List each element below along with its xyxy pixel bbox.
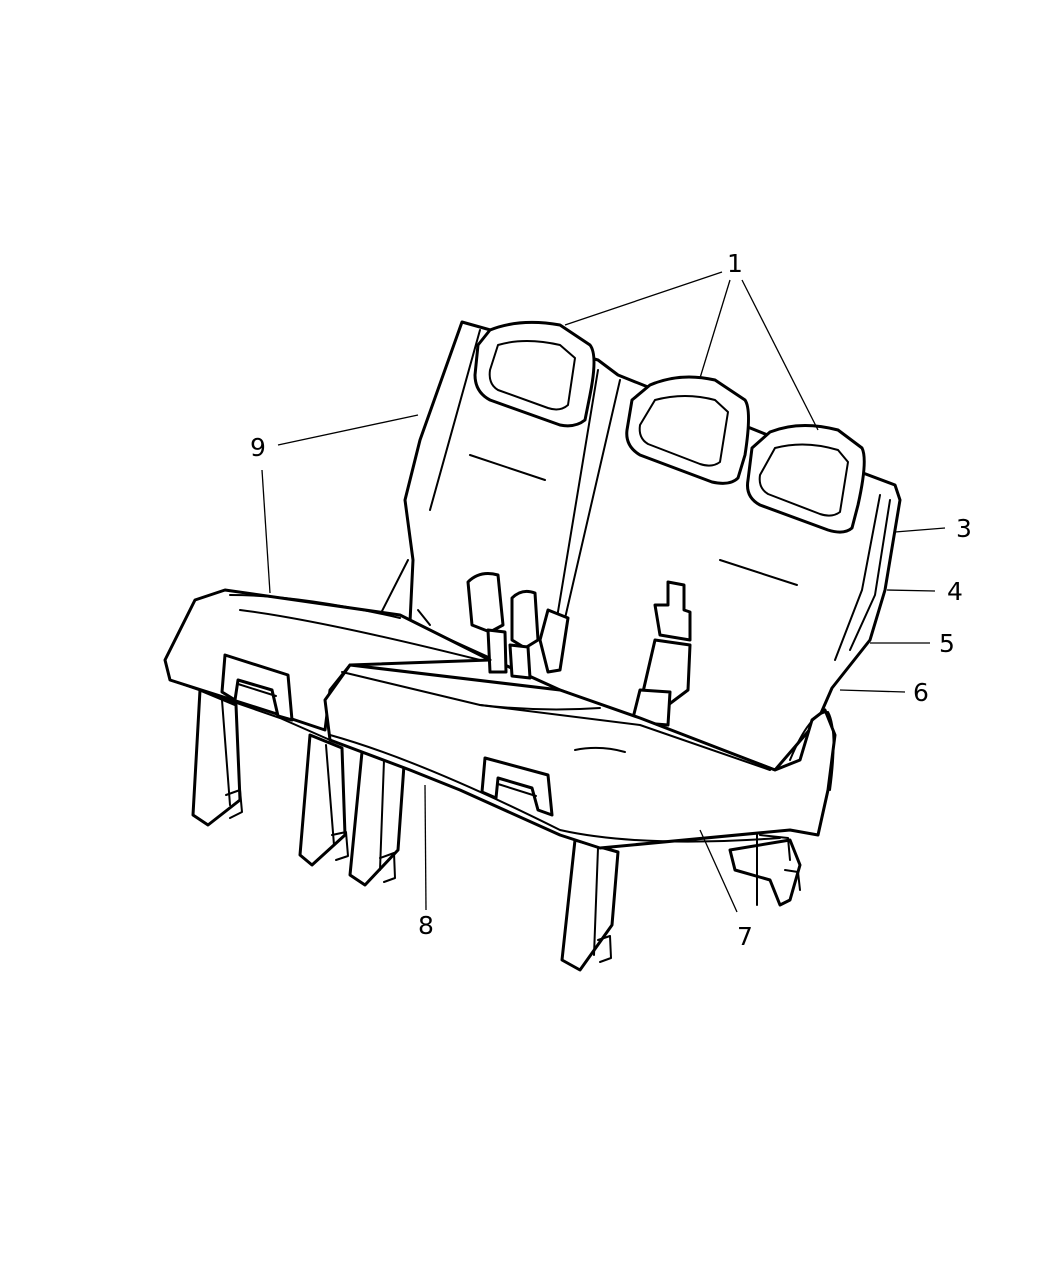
callout-9: 9 bbox=[250, 433, 266, 462]
callout-6: 6 bbox=[913, 678, 929, 707]
belt-anchor-plate bbox=[630, 688, 672, 727]
headrest-right bbox=[746, 423, 866, 534]
seat-leg-mid-left bbox=[298, 733, 347, 867]
seat-leg-front-left bbox=[191, 688, 242, 827]
headrest-center bbox=[625, 375, 750, 485]
headrest-left bbox=[473, 320, 596, 428]
seat-belts bbox=[466, 572, 692, 727]
seat-legs bbox=[191, 688, 620, 972]
callout-3: 3 bbox=[956, 514, 972, 543]
headrests bbox=[473, 320, 866, 534]
floor-anchor-latch bbox=[728, 832, 802, 907]
buckle-left bbox=[466, 572, 505, 634]
seat-handle-left bbox=[220, 653, 294, 722]
callout-labels: 1 3 4 5 6 7 8 9 bbox=[250, 249, 972, 951]
seat-cushion-main bbox=[323, 663, 837, 850]
buckle-right-anchor bbox=[538, 608, 570, 674]
belt-latch-right bbox=[653, 580, 692, 642]
buckle-left-strap bbox=[486, 628, 508, 674]
seat-leg-mid-right bbox=[348, 750, 406, 887]
buckle-center-strap bbox=[508, 643, 532, 680]
callout-4: 4 bbox=[947, 577, 963, 606]
buckle-center bbox=[510, 589, 540, 650]
callout-5: 5 bbox=[939, 629, 955, 658]
callout-8: 8 bbox=[418, 911, 434, 940]
seat-cushion-left-section bbox=[163, 588, 492, 732]
seat-cushion-assembly bbox=[163, 588, 837, 850]
callout-7: 7 bbox=[737, 922, 753, 951]
callout-1: 1 bbox=[727, 249, 743, 278]
leader-lines bbox=[261, 271, 946, 913]
seat-handle-right bbox=[480, 756, 554, 817]
seat-leg-rear-right bbox=[560, 838, 620, 972]
